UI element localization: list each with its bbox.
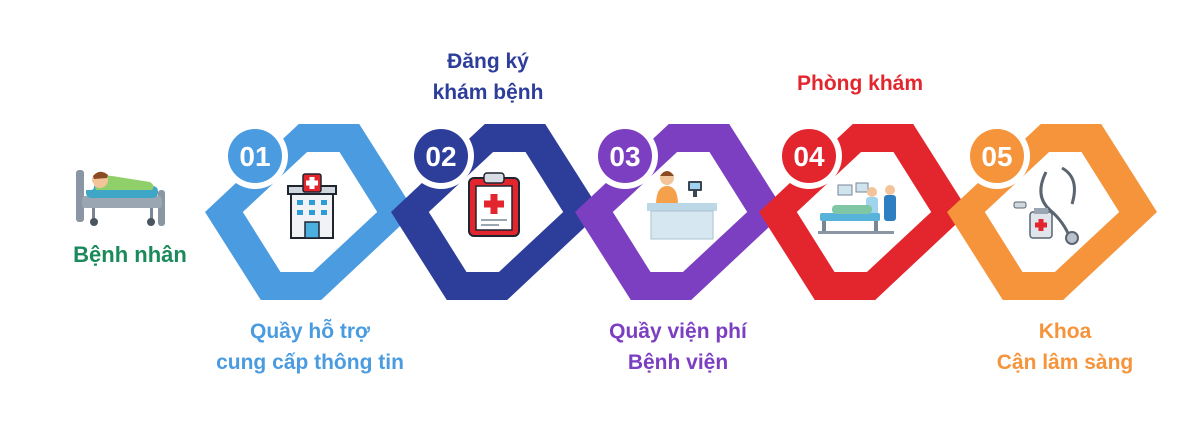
step-1-number: 01 [239, 141, 270, 172]
step-5-badge: 05 [964, 123, 1030, 189]
patient-label: Bệnh nhân [73, 242, 187, 267]
hospital-building-icon [287, 173, 337, 239]
step-1-badge: 01 [222, 123, 288, 189]
step-2-number: 02 [425, 141, 456, 172]
step-4-badge: 04 [776, 123, 842, 189]
step-badges: 01 02 03 04 05 [222, 123, 1030, 189]
cashier-desk-icon [647, 171, 717, 240]
step-icons [287, 166, 1079, 245]
step-5-number: 05 [981, 141, 1012, 172]
stethoscope-icon [1013, 166, 1079, 245]
step-4-number: 04 [793, 141, 825, 172]
step-3-badge: 03 [592, 123, 658, 189]
step-4-label: Phòng khám [796, 72, 923, 95]
step-3-number: 03 [609, 141, 640, 172]
hospital-bed-icon [76, 170, 165, 226]
step-2-badge: 02 [408, 123, 474, 189]
medical-clipboard-icon [468, 172, 520, 237]
examination-room-icon [818, 182, 896, 234]
